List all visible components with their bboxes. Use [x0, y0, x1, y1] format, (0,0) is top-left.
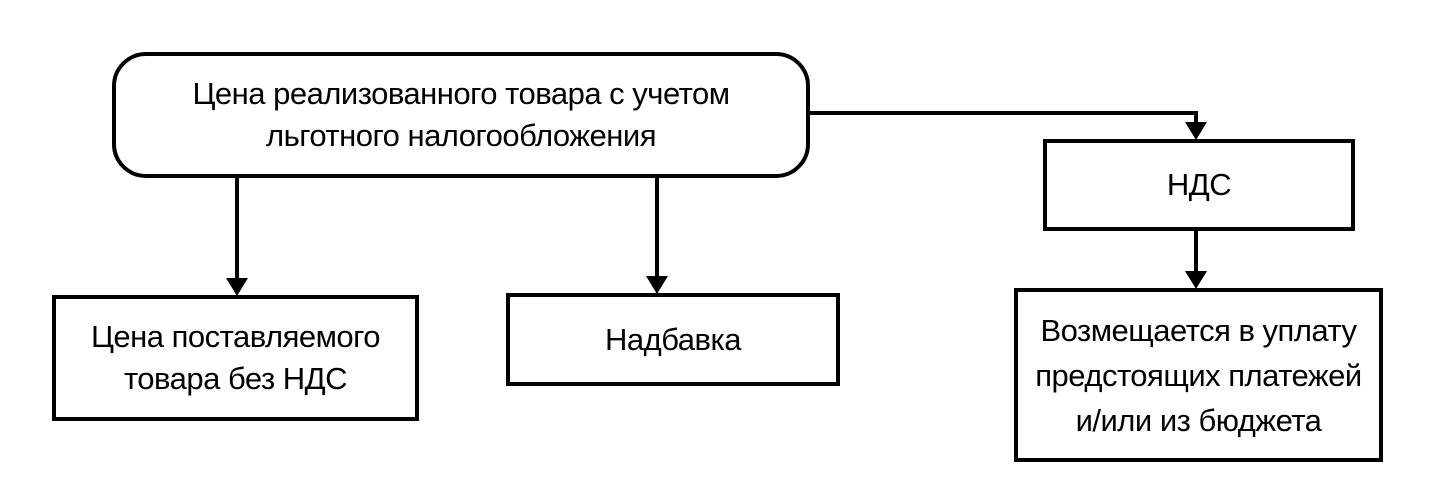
node-markup: Надбавка: [506, 293, 840, 386]
node-supply-price: Цена поставляемого товара без НДС: [52, 295, 419, 421]
node-root-price-label: Цена реализованного товара с учетом льго…: [192, 76, 730, 153]
arrowhead-offset: [1185, 271, 1207, 289]
arrow-root-to-vat: [810, 111, 1198, 124]
arrowhead-supply-price: [226, 278, 248, 296]
arrowhead-markup: [646, 276, 668, 294]
node-vat: НДС: [1043, 139, 1355, 231]
node-root-price: Цена реализованного товара с учетом льго…: [112, 52, 810, 178]
node-supply-price-label: Цена поставляемого товара без НДС: [90, 319, 381, 396]
node-vat-offset: Возмещается в уплату предстоящих платеже…: [1014, 288, 1383, 462]
node-vat-label: НДС: [1166, 167, 1232, 202]
arrowhead-vat: [1185, 122, 1207, 140]
node-markup-label: Надбавка: [605, 321, 741, 357]
node-vat-offset-label: Возмещается в уплату предстоящих платеже…: [1035, 312, 1362, 438]
